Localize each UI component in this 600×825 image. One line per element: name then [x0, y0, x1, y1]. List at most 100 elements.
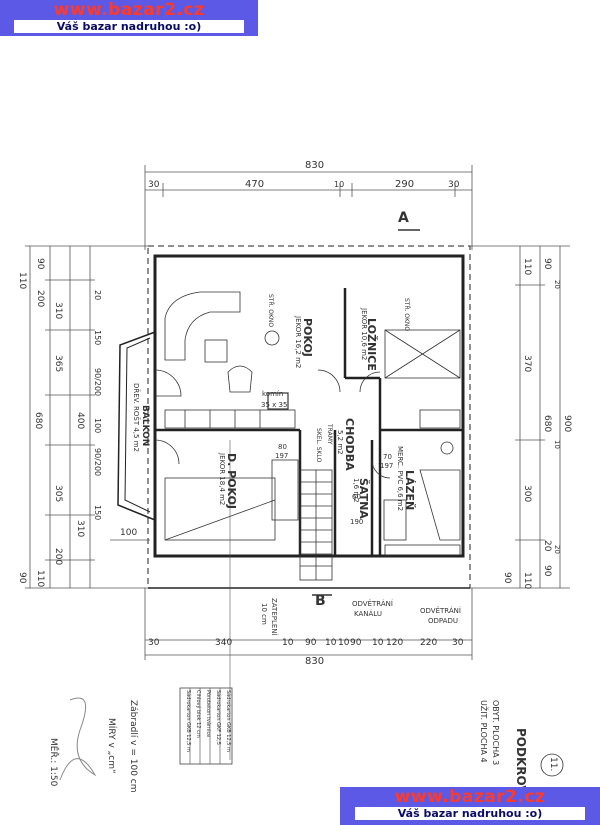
signature-mark — [59, 697, 97, 781]
legend-rows: Sádrokarton GKB 12,5 m Cihlový blok 12 c… — [185, 690, 232, 752]
svg-text:305: 305 — [53, 485, 63, 502]
kanal-label: KANÁLU — [354, 610, 382, 618]
scale-note: MĚŘ.: 1:50 — [48, 738, 58, 787]
room-chodba-area: 5,2 m2 — [336, 430, 344, 455]
svg-text:120: 120 — [386, 638, 403, 648]
svg-text:400: 400 — [75, 412, 85, 429]
left-dimensions: 110 90 200 310 365 400 680 305 310 200 1… — [17, 258, 85, 587]
building-outline — [147, 245, 471, 589]
svg-text:10: 10 — [372, 638, 384, 648]
right-inner-dimensions: 20 10 20 — [553, 280, 561, 554]
room-loznice-area: JEKOR 10,6 m2 — [360, 308, 368, 361]
svg-text:110: 110 — [522, 258, 532, 275]
svg-text:365: 365 — [53, 355, 63, 372]
svg-text:Cihlový blok 12 cm: Cihlový blok 12 cm — [195, 690, 202, 738]
svg-text:310: 310 — [53, 302, 63, 319]
svg-text:110: 110 — [17, 272, 27, 289]
svg-text:10: 10 — [553, 440, 561, 449]
svg-text:310: 310 — [75, 520, 85, 537]
room-d-pokoj-area: JEKOR 18,4 m2 — [218, 453, 226, 506]
room-chodba-name: CHODBA — [343, 418, 356, 471]
top-banner[interactable]: www.bazar2.cz Váš bazar nadruhou :o) — [0, 0, 258, 36]
dim-top-total: 830 — [305, 160, 324, 171]
odvetrani-kanalu-label: ODVĚTRÁNÍ — [352, 600, 393, 608]
units-note: MÍRY v „cm“ — [106, 718, 116, 774]
svg-text:110: 110 — [522, 572, 532, 589]
door-70: 70 — [383, 453, 392, 461]
bottom-dimensions: 30 340 10 90 10 10 90 10 120 220 30 — [148, 638, 464, 648]
svg-text:90/200: 90/200 — [93, 368, 102, 396]
room-pokoj-area: JEKOR 16,2 m2 — [294, 316, 302, 369]
bottom-banner[interactable]: www.bazar2.cz Váš bazar nadruhou :o) — [340, 787, 600, 825]
svg-text:370: 370 — [522, 355, 532, 372]
svg-text:30: 30 — [148, 638, 160, 648]
top-dimension-lines — [144, 165, 473, 250]
svg-text:100: 100 — [93, 418, 102, 433]
uzit-plocha: UŽIT. PLOCHA 4 — [479, 700, 488, 763]
dim-top-seg-3: 290 — [395, 179, 414, 190]
door-197b: 197 — [380, 462, 394, 470]
svg-text:20: 20 — [553, 280, 561, 289]
svg-text:90: 90 — [542, 565, 552, 577]
obyt-plocha: OBYT. PLOCHA 3 — [491, 700, 500, 766]
roof-window-1: STŘ. OKNO — [267, 294, 274, 328]
stairs-sklo: SKEL. SKLO — [315, 428, 322, 463]
svg-text:680: 680 — [33, 412, 43, 429]
sheet-number-circle — [540, 753, 564, 777]
door-80: 80 — [278, 443, 287, 451]
room-balkon-name: BALKON — [140, 405, 150, 447]
dim-bottom-total: 830 — [305, 656, 324, 667]
door-60: 60 — [352, 493, 361, 501]
dim-top-seg-4: 30 — [448, 180, 460, 190]
svg-text:20: 20 — [553, 545, 561, 554]
section-a-label: A — [398, 210, 409, 226]
svg-text:900: 900 — [562, 415, 572, 432]
zabradli-note: Zábradlí v = 100 cm — [128, 700, 138, 793]
right-dimensions: 110 90 370 680 900 300 20 90 110 90 — [502, 258, 572, 589]
room-lazen-name: LÁZEŇ — [403, 470, 416, 511]
left-dimension-lines — [25, 245, 148, 589]
dim-top-seg-2: 10 — [334, 180, 344, 189]
svg-text:10: 10 — [325, 638, 337, 648]
svg-text:10: 10 — [282, 638, 294, 648]
door-190: 190 — [350, 518, 364, 526]
room-pokoj-name: POKOJ — [301, 318, 314, 357]
stairs-trams: TRÁMY — [326, 424, 333, 445]
banner-url[interactable]: www.bazar2.cz — [53, 0, 205, 20]
zatepleni-label: ZATEPLENÍ — [270, 598, 278, 636]
left-inner-dimensions: 20 150 90/200 100 90/200 150 — [93, 290, 102, 520]
svg-text:30: 30 — [452, 638, 464, 648]
dim-top-seg-0: 30 — [148, 180, 160, 190]
door-197a: 197 — [275, 452, 289, 460]
komin-size: 35 x 35 — [261, 401, 288, 409]
svg-text:340: 340 — [215, 638, 232, 648]
room-d-pokoj-name: D. POKOJ — [225, 453, 238, 510]
furniture — [164, 291, 461, 556]
section-b-label: B — [315, 593, 326, 609]
room-lazen-area: MERC. PVC 6,6 m2 — [396, 446, 404, 512]
svg-text:200: 200 — [35, 290, 45, 307]
svg-text:Sádrokarton GKB 12,5 m: Sádrokarton GKB 12,5 m — [185, 690, 192, 752]
svg-text:90: 90 — [17, 572, 27, 584]
svg-text:Pórobeton tvárnice: Pórobeton tvárnice — [205, 690, 212, 737]
svg-text:Sádrokarton GKB 12,5 m: Sádrokarton GKB 12,5 m — [225, 690, 232, 752]
komin-label: komín — [262, 390, 284, 398]
svg-text:90: 90 — [35, 258, 45, 270]
banner-url-bottom[interactable]: www.bazar2.cz — [394, 787, 546, 807]
svg-text:110: 110 — [35, 570, 45, 587]
banner-tagline-bottom: Váš bazar nadruhou :o) — [355, 807, 585, 820]
bottom-dimension-lines — [144, 588, 473, 660]
svg-text:Sádrokarton GKF 12,5: Sádrokarton GKF 12,5 — [215, 690, 222, 745]
svg-text:20: 20 — [93, 290, 102, 300]
svg-text:150: 150 — [93, 505, 102, 520]
legend-table — [179, 687, 233, 765]
svg-text:90/200: 90/200 — [93, 448, 102, 476]
odpadu-label: ODPADU — [428, 617, 458, 625]
roof-window-2: STŘ. OKNO — [403, 298, 410, 332]
dim-top-seg-1: 470 — [245, 179, 264, 190]
svg-text:150: 150 — [93, 330, 102, 345]
balcony-outline — [117, 331, 156, 521]
svg-text:200: 200 — [53, 548, 63, 565]
sheet-number: 11. — [548, 757, 558, 772]
